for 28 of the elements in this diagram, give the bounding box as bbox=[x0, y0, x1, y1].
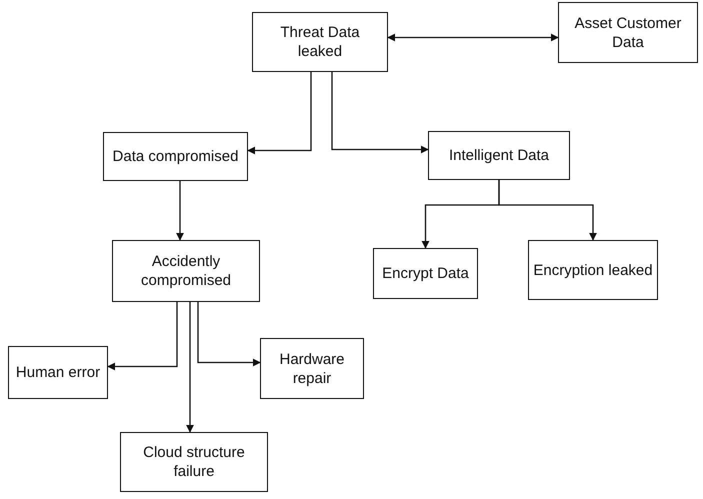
arrow bbox=[197, 302, 261, 366]
node-label: Hardware repair bbox=[278, 350, 346, 388]
process-box bbox=[260, 338, 364, 399]
node-label: Accidently compromised bbox=[140, 252, 232, 290]
arrow bbox=[247, 72, 312, 154]
node-label: Threat Data leaked bbox=[279, 23, 361, 61]
process-box bbox=[558, 2, 698, 63]
arrow bbox=[176, 181, 184, 241]
node-label: Intelligent Data bbox=[448, 146, 550, 165]
process-box bbox=[373, 248, 478, 299]
process-box bbox=[528, 240, 658, 300]
process-box bbox=[103, 132, 248, 181]
process-box bbox=[8, 346, 108, 399]
process-box bbox=[112, 240, 260, 302]
node-label: Encrypt Data bbox=[382, 264, 469, 283]
node-label: Encryption leaked bbox=[533, 260, 653, 280]
arrow bbox=[186, 302, 194, 433]
node-label: Data compromised bbox=[112, 147, 238, 166]
node-label: Human error bbox=[16, 363, 100, 382]
arrow bbox=[498, 180, 597, 241]
arrow bbox=[107, 302, 178, 370]
arrow bbox=[331, 72, 429, 154]
process-box bbox=[120, 432, 268, 492]
process-box bbox=[252, 12, 388, 72]
node-label: Asset Customer Data bbox=[574, 14, 682, 52]
process-box bbox=[428, 131, 570, 180]
node-label: Cloud structure failure bbox=[142, 443, 246, 481]
arrow bbox=[387, 34, 559, 42]
